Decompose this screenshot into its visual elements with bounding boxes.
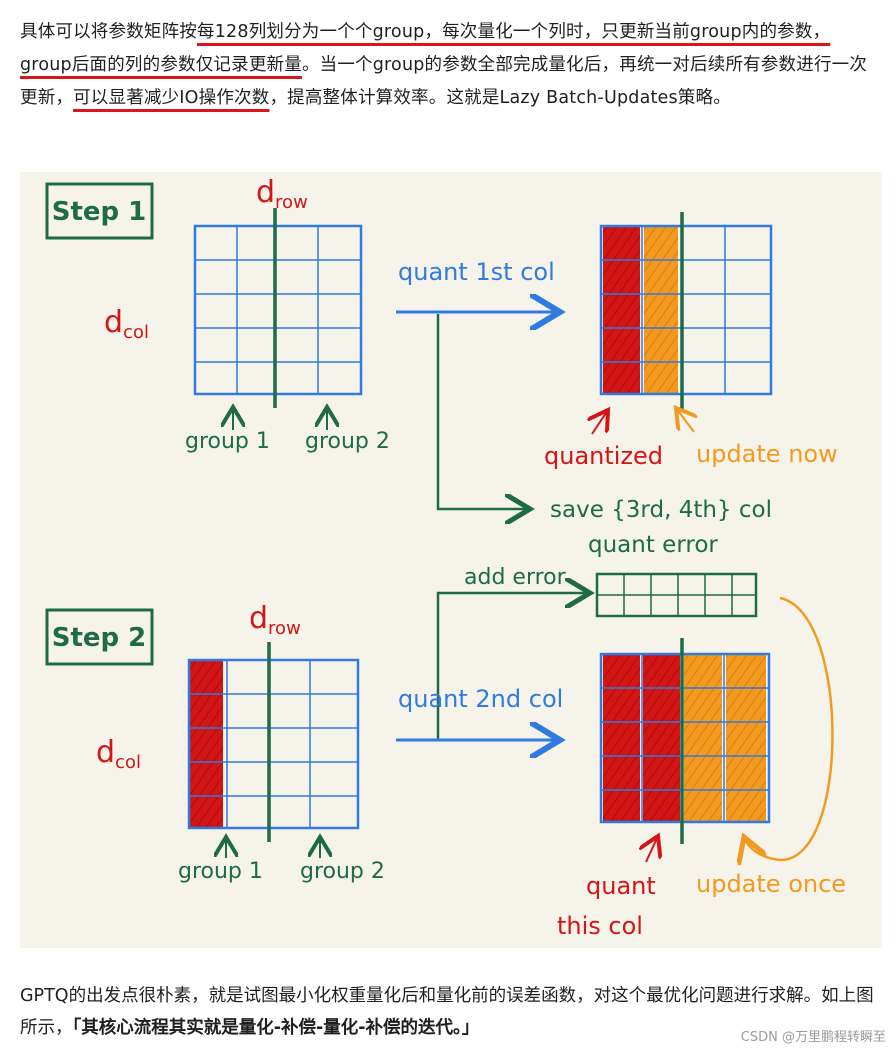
step2-arrow-label: quant 2nd col xyxy=(398,685,563,713)
intro-text-3: ，提高整体计算效率。这就是Lazy Batch-Updates策略。 xyxy=(269,88,731,108)
step2-update-once-label: update once xyxy=(696,870,846,898)
step1-dcol-label: dcol xyxy=(104,305,149,343)
step2-output-matrix xyxy=(599,638,771,844)
step2-dcol-label: dcol xyxy=(96,735,141,773)
step2-title-box xyxy=(45,608,154,666)
step2-quant-this-label: quant xyxy=(586,872,656,900)
intro-underlined-1: 每128列划分为一个个group，每次量化一个列时，只更新当前group内的参数… xyxy=(20,22,831,75)
step2-section: Step 2 drow dcol group 1 group 2 add xyxy=(45,565,846,940)
step1-group2-label: group 2 xyxy=(305,429,390,454)
step1-title-box xyxy=(45,182,154,240)
step1-input-matrix xyxy=(193,208,363,408)
step1-save-label-2: quant error xyxy=(588,532,718,558)
step2-add-error-arrow xyxy=(436,593,590,740)
step1-update-now-label: update now xyxy=(696,440,838,468)
step2-drow-label: drow xyxy=(249,601,301,639)
summary-paragraph: GPTQ的出发点很朴素，就是试图最小化权重量化后和量化前的误差函数，对这个最优化… xyxy=(20,980,880,1044)
step1-title: Step 1 xyxy=(52,197,147,227)
step1-group1-label: group 1 xyxy=(185,429,270,454)
step2-group1-label: group 1 xyxy=(178,859,263,884)
step2-update-once-arrow xyxy=(744,596,834,860)
step1-quantized-arrow xyxy=(592,410,608,435)
step1-arrow-label: quant 1st col xyxy=(398,258,555,286)
step1-save-label: save {3rd, 4th} col xyxy=(550,497,772,523)
step1-quantized-label: quantized xyxy=(544,442,663,470)
intro-text-2: 。当一个group的参数全部完成量化后，再统一对后续所有参数进行一次更新， xyxy=(20,55,868,108)
step2-quant-this-arrow xyxy=(646,836,658,863)
summary-text: GPTQ的出发点很朴素，就是试图最小化权重量化后和量化前的误差函数，对这个最优化… xyxy=(20,986,874,1038)
step2-input-matrix xyxy=(187,642,360,842)
step2-title: Step 2 xyxy=(52,623,147,653)
summary-bold-text: 「其核心流程其实就是量化-补偿-量化-补偿的迭代。」 xyxy=(72,1018,480,1038)
csdn-watermark: CSDN @万里鹏程转瞬至 xyxy=(740,1030,886,1045)
step2-add-error-label: add error xyxy=(464,565,567,590)
step1-save-arrow xyxy=(436,314,530,509)
step1-update-arrow xyxy=(676,408,694,433)
intro-underlined-2: 可以显著减少IO操作次数 xyxy=(73,88,270,108)
step2-group2-label: group 2 xyxy=(300,859,385,884)
intro-text-1: 具体可以将参数矩阵按 xyxy=(20,22,197,42)
step1-section: Step 1 drow dcol group 1 group 2 quant 1… xyxy=(45,175,838,558)
step1-output-matrix xyxy=(599,212,773,412)
error-buffer xyxy=(595,572,758,618)
gptq-lazy-batch-figure: Step 1 drow dcol group 1 group 2 quant 1… xyxy=(20,172,882,948)
intro-paragraph: 具体可以将参数矩阵按每128列划分为一个个group，每次量化一个列时，只更新当… xyxy=(20,16,880,115)
step2-quant-this-label-2: this col xyxy=(557,912,643,940)
step1-drow-label: drow xyxy=(256,175,308,213)
